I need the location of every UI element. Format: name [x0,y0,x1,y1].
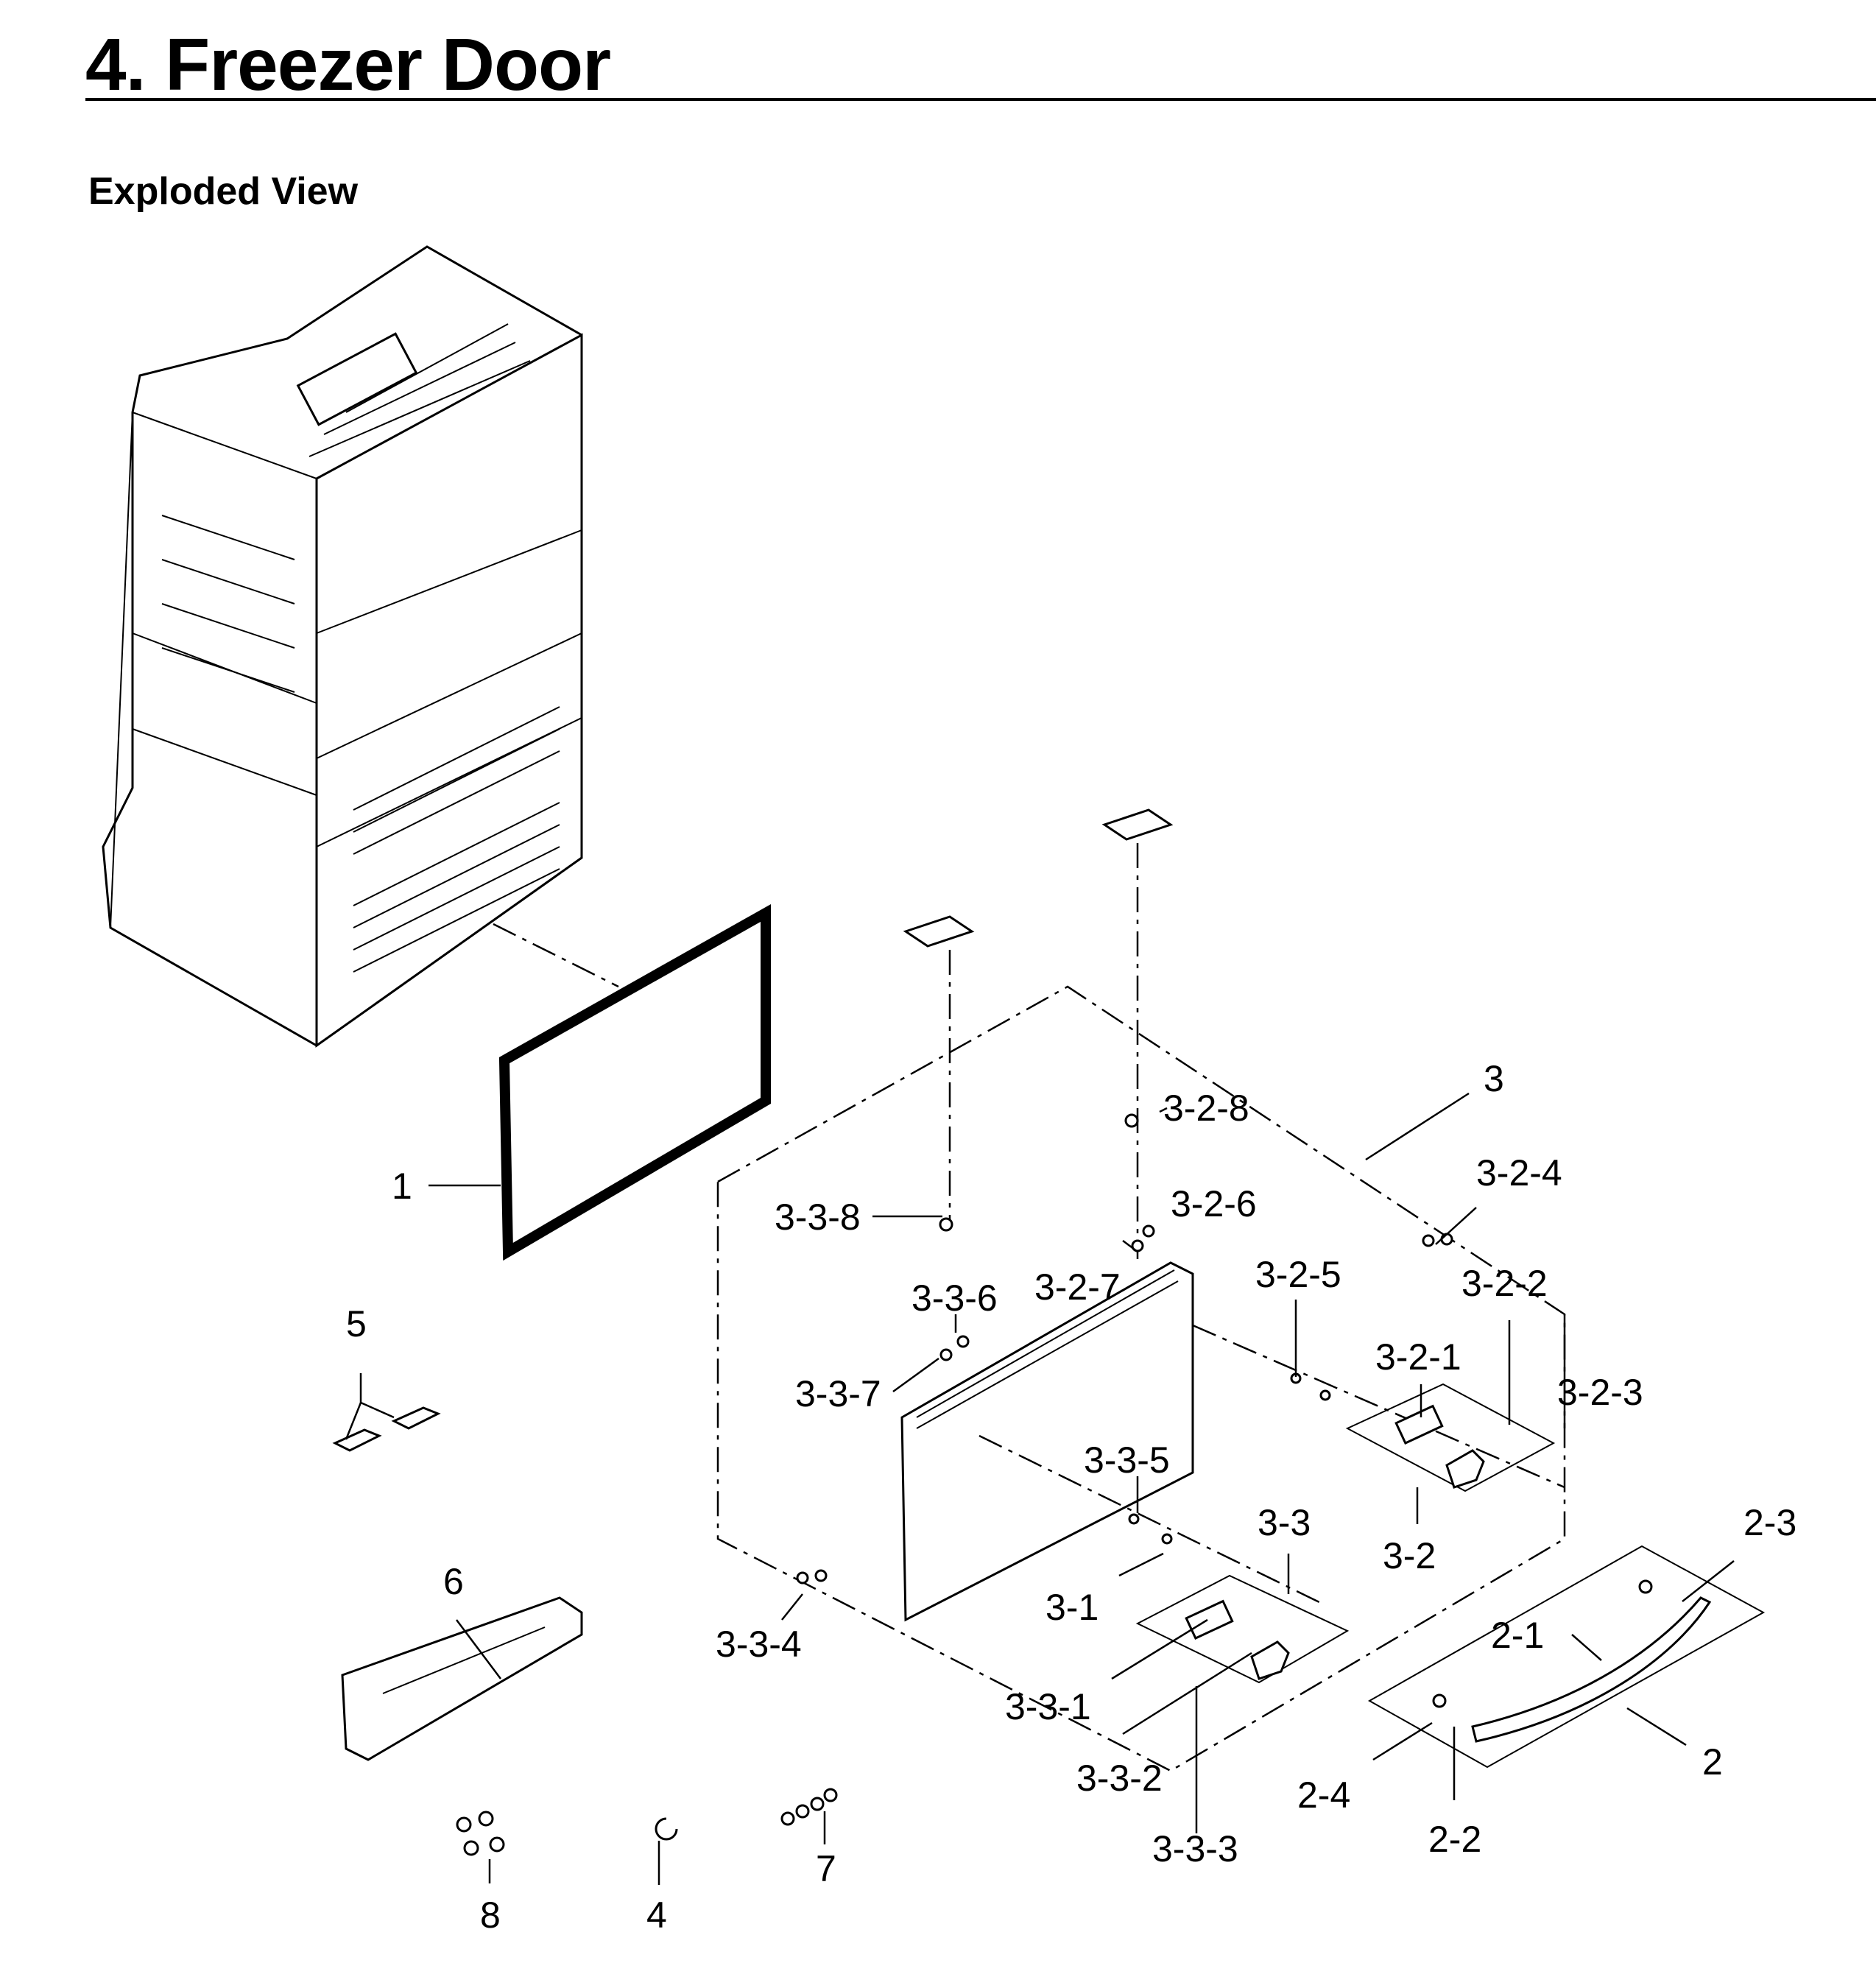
callout-3-3: 3-3 [1258,1502,1311,1543]
freezer-door-panel [900,1261,1194,1622]
callout-3-3-8: 3-3-8 [775,1196,861,1238]
callout-3-3-7: 3-3-7 [795,1373,881,1414]
refrigerator-cabinet [102,245,583,1048]
slide-rail-part [1471,1596,1712,1743]
screws-part-7 [780,1788,838,1826]
upper-hinge-frame [1345,1383,1556,1492]
leader-lines [345,1092,1735,1885]
lower-hinge-block [1250,1640,1290,1680]
callout-3-2-8: 3-2-8 [1163,1088,1249,1129]
callout-3-2-5: 3-2-5 [1255,1254,1341,1295]
page-title: 4. Freezer Door [85,24,611,106]
callout-3-2-2: 3-2-2 [1461,1263,1548,1304]
callout-3-3-6: 3-3-6 [911,1277,998,1319]
callout-2-2: 2-2 [1428,1819,1481,1860]
callout-3-2-3: 3-2-3 [1557,1372,1643,1413]
callout-3-1: 3-1 [1045,1587,1099,1628]
lower-hinge-frame [1135,1574,1350,1684]
callout-2-3: 2-3 [1743,1502,1796,1543]
callout-2: 2 [1702,1741,1723,1783]
clip-part-4 [655,1817,678,1841]
callout-2-1: 2-1 [1491,1615,1544,1656]
callout-3-3-4: 3-3-4 [716,1624,802,1665]
upper-hinge-block [1445,1449,1485,1489]
section-heading: Exploded View [88,170,359,213]
hinge-cap-left [903,915,975,948]
callout-3-3-3: 3-3-3 [1152,1828,1238,1869]
callout-3-3-2: 3-3-2 [1076,1758,1163,1799]
hinge-cap-right [1101,808,1174,841]
callout-3-2: 3-2 [1383,1535,1436,1576]
callout-3-2-4: 3-2-4 [1476,1152,1562,1194]
callout-labels: 1 5 6 8 4 7 3 3-2-8 3-2-4 3-2-6 3-3-8 3-… [346,1058,1796,1936]
upper-hinge-plate [1394,1404,1444,1445]
lower-hinge-plate [1185,1599,1234,1640]
callout-3-2-6: 3-2-6 [1171,1183,1257,1224]
callout-1: 1 [392,1166,412,1207]
callout-3: 3 [1484,1058,1504,1099]
callout-8: 8 [480,1894,501,1936]
screws-part-8 [456,1811,505,1856]
callout-7: 7 [816,1848,836,1889]
door-handle-part [341,1596,583,1761]
callout-6: 6 [443,1561,464,1602]
rail-assembly-outline [1367,1545,1766,1769]
callout-5: 5 [346,1303,367,1344]
callout-4: 4 [646,1894,667,1936]
cover-hinge-part [332,1406,441,1452]
gasket-part [493,904,771,1261]
callout-3-2-1: 3-2-1 [1375,1336,1461,1378]
callout-3-2-7: 3-2-7 [1034,1266,1121,1308]
callout-2-4: 2-4 [1297,1774,1350,1816]
door-assembly-outline [716,985,1566,1772]
callout-3-3-1: 3-3-1 [1005,1686,1091,1727]
title-rule [85,98,1876,101]
callout-3-3-5: 3-3-5 [1084,1439,1170,1481]
